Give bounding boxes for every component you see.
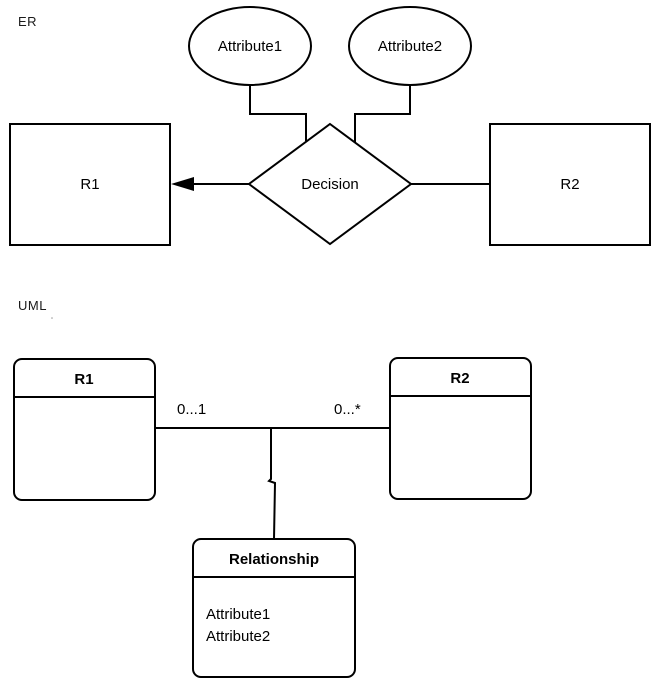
uml-section: UML 0...1 0...* R1 R2 <box>13 298 532 678</box>
er-attribute1-ellipse <box>188 6 312 86</box>
er-connector-attribute2 <box>354 85 411 143</box>
er-connector-attribute1 <box>249 85 307 141</box>
er-relationship-diamond <box>247 122 413 246</box>
er-arrowhead-icon <box>171 177 194 191</box>
uml-association-class-title: Relationship <box>229 551 319 568</box>
uml-class-r2-title: R2 <box>450 370 469 387</box>
er-attribute2-ellipse <box>348 6 472 86</box>
er-entity-r1 <box>9 123 171 246</box>
er-attribute1-label: Attribute1 <box>218 38 282 55</box>
uml-class-r1-box <box>13 358 156 501</box>
uml-multiplicity-left: 0...1 <box>177 401 206 418</box>
er-section-label: ER <box>18 14 37 29</box>
uml-association-class-attribute1: Attribute1 <box>206 606 270 623</box>
er-section: ER Attribute1 Attribute2 R1 R2 Decision <box>9 6 651 246</box>
uml-section-label: UML <box>18 298 47 313</box>
uml-class-r1-title: R1 <box>74 371 93 388</box>
uml-class-r2-box <box>389 357 532 500</box>
er-entity-r2-label: R2 <box>560 176 579 193</box>
uml-class-r1: R1 <box>13 358 156 501</box>
er-entity-r1-label: R1 <box>80 176 99 193</box>
uml-association-class-attribute2: Attribute2 <box>206 628 270 645</box>
uml-association-class-box <box>192 538 356 678</box>
er-entity-r2 <box>489 123 651 246</box>
uml-association-class-connector <box>267 428 277 540</box>
stray-dot <box>51 317 53 319</box>
uml-association-class: Relationship Attribute1 Attribute2 <box>192 538 356 678</box>
er-relationship-label: Decision <box>301 176 359 193</box>
er-attribute2-label: Attribute2 <box>378 38 442 55</box>
uml-multiplicity-right: 0...* <box>334 401 361 418</box>
uml-class-r2: R2 <box>389 357 532 500</box>
